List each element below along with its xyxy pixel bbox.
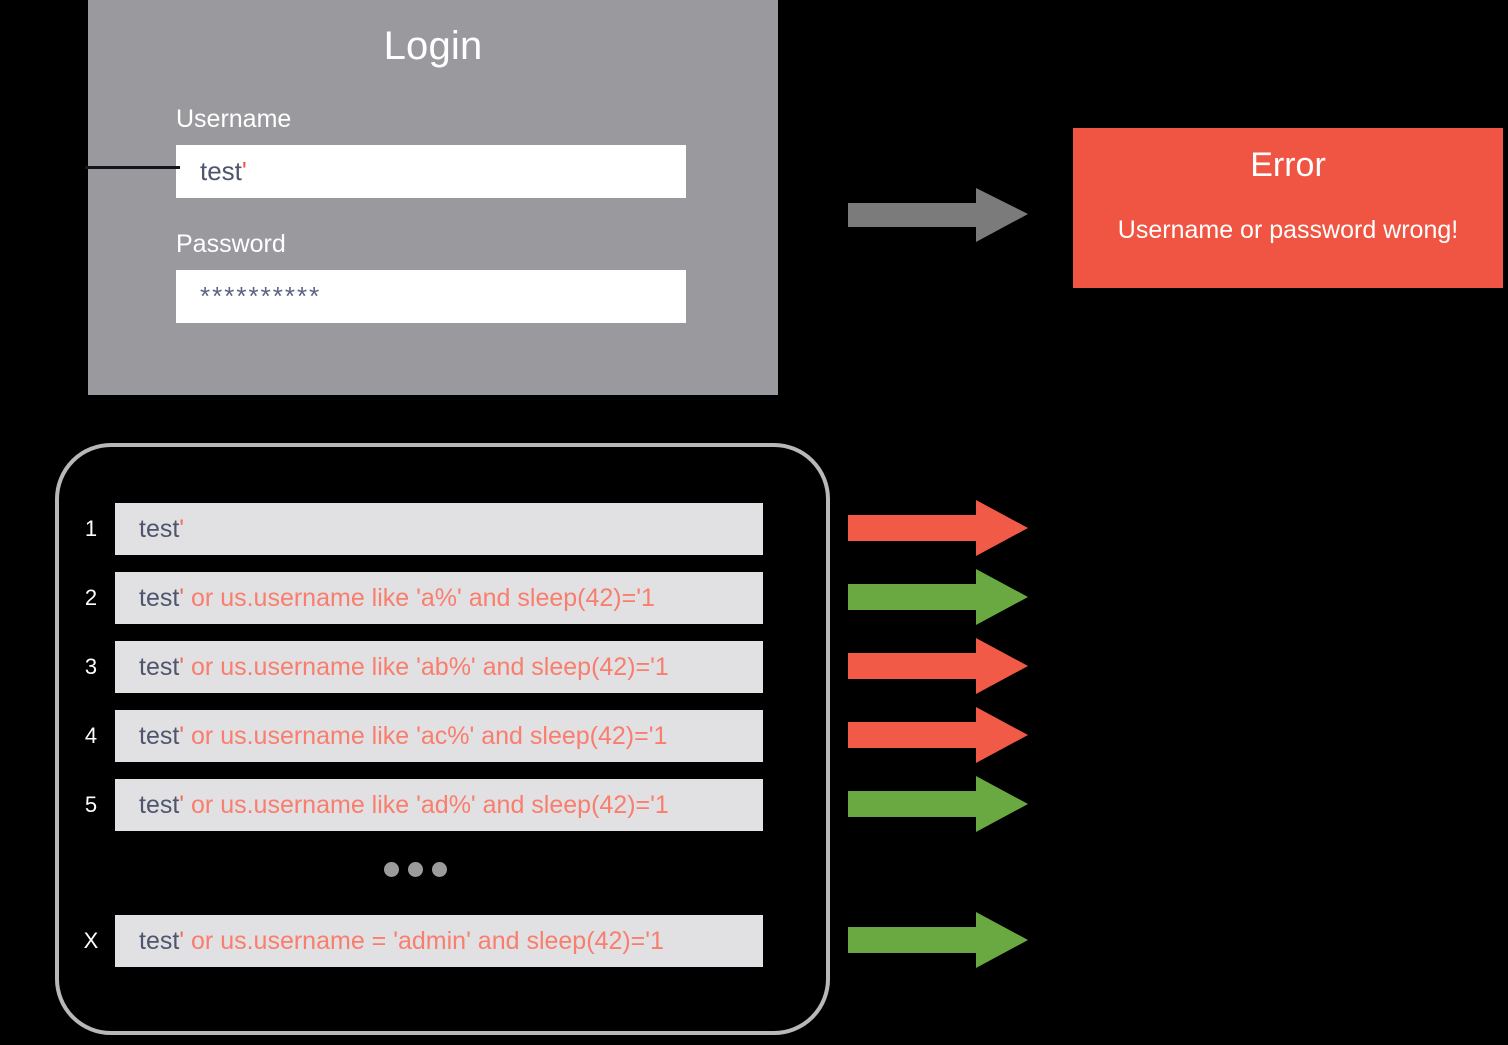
query-row-4-quote: ' <box>179 721 185 750</box>
query-row-4-base: test <box>139 721 180 750</box>
ellipsis-dot-3 <box>432 862 447 877</box>
result-arrow-3 <box>848 636 1028 696</box>
query-row-5-injection: or us.username like 'ad%' and sleep(42)=… <box>184 790 669 819</box>
result-arrow-x <box>848 910 1028 970</box>
query-row-4-injection: or us.username like 'ac%' and sleep(42)=… <box>184 721 668 750</box>
login-title: Login <box>383 24 483 68</box>
query-row-2[interactable]: test' or us.username like 'a%' and sleep… <box>115 572 763 624</box>
query-row-2-quote: ' <box>179 583 185 612</box>
query-row-x-text: test' or us.username = 'admin' and sleep… <box>115 927 664 956</box>
row-index-1: 1 <box>84 516 98 541</box>
query-row-2-base: test <box>139 583 180 612</box>
query-row-x-quote: ' <box>179 926 185 955</box>
query-row-x[interactable]: test' or us.username = 'admin' and sleep… <box>115 915 763 967</box>
username-label: Username <box>176 105 292 133</box>
query-row-4[interactable]: test' or us.username like 'ac%' and slee… <box>115 710 763 762</box>
query-queue-panel <box>55 443 830 1035</box>
query-row-5[interactable]: test' or us.username like 'ad%' and slee… <box>115 779 763 831</box>
query-row-1-base: test <box>139 514 180 543</box>
query-row-3-text: test' or us.username like 'ab%' and slee… <box>115 653 669 682</box>
username-input[interactable]: test' <box>176 145 686 198</box>
query-row-x-injection: or us.username = 'admin' and sleep(42)='… <box>184 926 664 955</box>
query-row-2-text: test' or us.username like 'a%' and sleep… <box>115 584 655 613</box>
username-value-quote: ' <box>241 156 247 186</box>
query-row-2-injection: or us.username like 'a%' and sleep(42)='… <box>184 583 655 612</box>
password-input[interactable]: ********** <box>176 270 686 323</box>
query-row-1-quote: ' <box>179 514 185 543</box>
query-row-1[interactable]: test' <box>115 503 763 555</box>
username-input-value: test' <box>176 156 247 187</box>
query-row-4-text: test' or us.username like 'ac%' and slee… <box>115 722 667 751</box>
query-row-3-quote: ' <box>179 652 185 681</box>
query-row-3-injection: or us.username like 'ab%' and sleep(42)=… <box>184 652 669 681</box>
ellipsis-dots <box>384 862 447 877</box>
ellipsis-dot-1 <box>384 862 399 877</box>
result-arrow-4 <box>848 705 1028 765</box>
query-row-5-text: test' or us.username like 'ad%' and slee… <box>115 791 669 820</box>
query-row-1-text: test' <box>115 515 184 544</box>
row-index-2: 2 <box>84 585 98 610</box>
query-row-5-quote: ' <box>179 790 185 819</box>
error-panel: Error Username or password wrong! <box>1073 128 1503 288</box>
login-form-panel: Login Username test' Password ********** <box>88 0 778 395</box>
row-index-x: X <box>83 928 99 953</box>
query-row-5-base: test <box>139 790 180 819</box>
row-index-5: 5 <box>84 792 98 817</box>
result-arrow-2 <box>848 567 1028 627</box>
result-arrow-5 <box>848 774 1028 834</box>
username-connector-line <box>85 166 180 169</box>
row-index-4: 4 <box>84 723 98 748</box>
password-label: Password <box>176 230 286 258</box>
error-message: Username or password wrong! <box>1117 216 1459 244</box>
login-to-error-arrow <box>848 186 1028 246</box>
username-value-base: test <box>200 156 242 186</box>
query-row-3-base: test <box>139 652 180 681</box>
password-input-value: ********** <box>200 281 322 311</box>
query-row-3[interactable]: test' or us.username like 'ab%' and slee… <box>115 641 763 693</box>
error-title: Error <box>1250 146 1326 184</box>
row-index-3: 3 <box>84 654 98 679</box>
query-row-x-base: test <box>139 926 180 955</box>
ellipsis-dot-2 <box>408 862 423 877</box>
result-arrow-1 <box>848 498 1028 558</box>
